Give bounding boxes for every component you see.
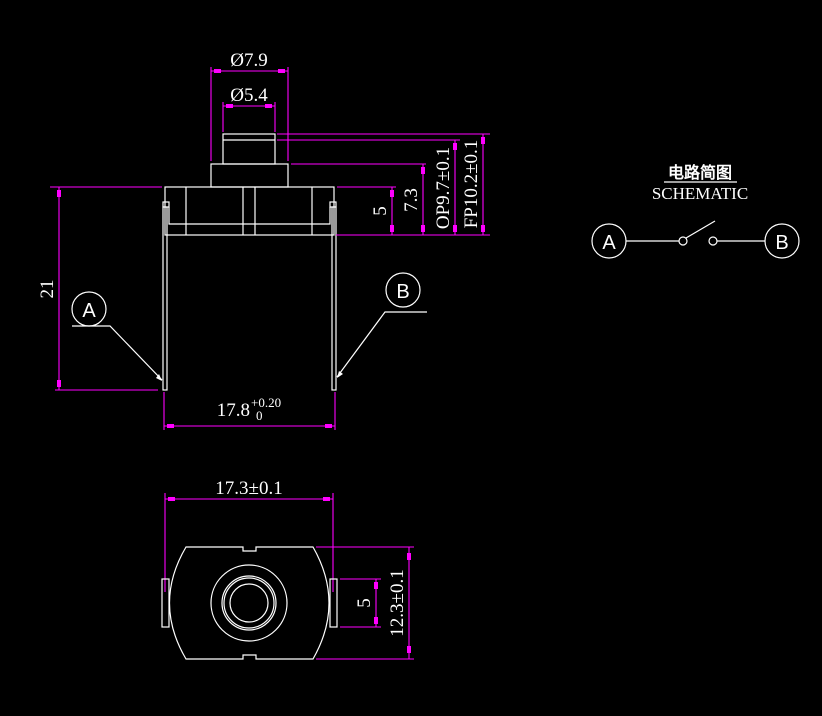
dim-free-position-label: FP10.2±0.1	[461, 140, 482, 229]
dimension-bottom-width: 17.3±0.1	[164, 478, 334, 592]
dimension-free-position: FP10.2±0.1	[461, 134, 485, 235]
dimension-body-height: 5	[370, 187, 394, 235]
dimension-total-height: 21	[37, 187, 61, 390]
dim-bottom-width-label: 17.3±0.1	[215, 478, 282, 499]
dimension-outer-diameter: Ø7.9	[210, 50, 289, 161]
schematic-terminal-a: A	[602, 232, 616, 254]
side-view: Ø7.9 Ø5.4 5 7.3	[37, 50, 490, 430]
dimension-width: 17.8 +0.20 0	[163, 392, 336, 430]
dim-width-tol-upper: +0.20	[251, 395, 281, 410]
schematic-title-cn: 电路简图	[668, 163, 732, 182]
switch-contact-right	[708, 236, 718, 246]
dim-body-height-label: 5	[370, 206, 391, 216]
dim-total-height-label: 21	[37, 280, 58, 299]
dimension-cap-height: 7.3	[401, 164, 425, 235]
plunger-top	[229, 583, 269, 623]
dim-operating-position-label: OP9.7±0.1	[433, 147, 454, 229]
switch-contact-left	[678, 236, 688, 246]
schematic-title-en: SCHEMATIC	[652, 184, 748, 203]
dim-cap-height-label: 7.3	[401, 188, 422, 212]
dim-width-label: 17.8	[217, 400, 250, 421]
switch-side-outline	[162, 133, 337, 391]
dim-tab-label: 5	[354, 598, 375, 608]
dimension-tab: 5	[340, 578, 381, 628]
dim-bottom-depth-label: 12.3±0.1	[387, 569, 408, 636]
housing	[164, 186, 335, 236]
callout-b-label: B	[396, 281, 409, 303]
terminal-leg-b	[331, 206, 337, 391]
switch-lever	[685, 220, 716, 239]
dimension-bottom-depth: 12.3±0.1	[316, 546, 414, 660]
dim-width-tol-lower: 0	[256, 408, 263, 423]
terminal-leg-a	[162, 206, 168, 391]
schematic-terminal-b: B	[775, 232, 788, 254]
dimension-operating-position: OP9.7±0.1	[433, 140, 457, 235]
dimension-inner-diameter: Ø5.4	[222, 85, 276, 132]
dim-inner-diameter-label: Ø5.4	[230, 85, 268, 106]
bottom-view: 17.3±0.1 12.3±0.1 5	[161, 478, 414, 660]
dim-outer-diameter-label: Ø7.9	[230, 50, 267, 71]
plunger-outer-ring	[210, 564, 288, 642]
cap	[210, 163, 289, 188]
plunger	[222, 133, 276, 165]
schematic: 电路简图 SCHEMATIC A B	[591, 163, 800, 259]
callout-terminal-a: A	[71, 291, 163, 381]
callout-terminal-b: B	[336, 272, 427, 378]
switch-bottom-outline	[161, 546, 338, 660]
callout-a-label: A	[82, 300, 96, 322]
extension-lines	[50, 133, 490, 391]
